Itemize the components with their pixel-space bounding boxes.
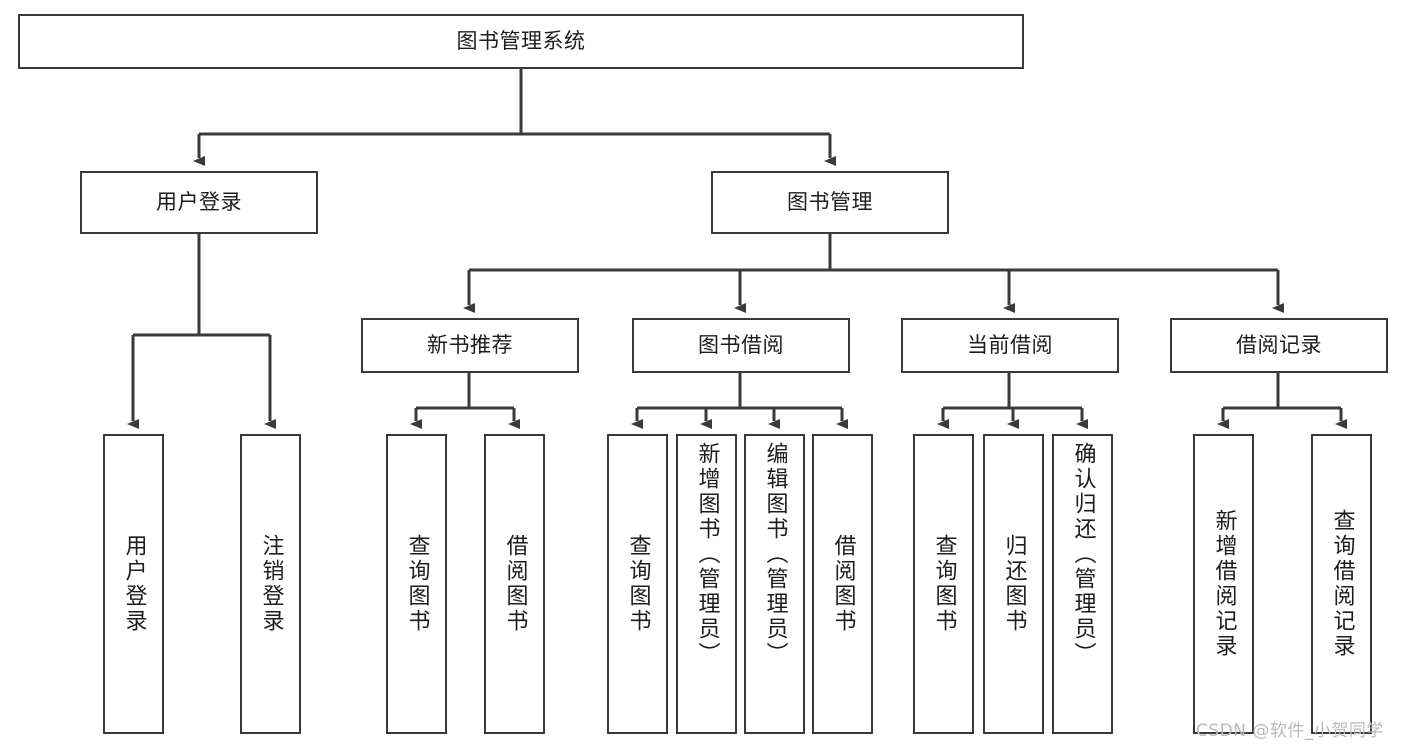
node-borrow-record[interactable]: 借阅记录 [1170,318,1388,373]
node-new-book-recommend[interactable]: 新书推荐 [361,318,579,373]
node-leaf-add-book[interactable]: 新增图书（管理员） [676,434,737,734]
node-leaf-user-login[interactable]: 用户登录 [103,434,164,734]
node-new-book-recommend-label: 新书推荐 [427,333,513,358]
node-leaf-confirm-return[interactable]: 确认归还（管理员） [1052,434,1113,734]
node-current-borrow[interactable]: 当前借阅 [901,318,1119,373]
node-leaf-borrow-book-2[interactable]: 借阅图书 [812,434,873,734]
node-leaf-query-record[interactable]: 查询借阅记录 [1311,434,1372,734]
node-leaf-query-book-2[interactable]: 查询图书 [607,434,668,734]
node-leaf-user-login-label: 用户登录 [121,534,147,634]
node-leaf-borrow-book-1[interactable]: 借阅图书 [484,434,545,734]
node-book-borrow-label: 图书借阅 [698,333,784,358]
node-leaf-query-book-3-label: 查询图书 [931,534,957,634]
node-root-label: 图书管理系统 [456,29,586,54]
node-user-login[interactable]: 用户登录 [80,171,318,234]
node-leaf-query-book-2-label: 查询图书 [625,534,651,634]
node-leaf-query-book-1-label: 查询图书 [404,534,430,634]
node-leaf-return-book[interactable]: 归还图书 [983,434,1044,734]
node-leaf-borrow-book-1-label: 借阅图书 [502,534,528,634]
node-leaf-query-book-3[interactable]: 查询图书 [913,434,974,734]
node-leaf-return-book-label: 归还图书 [1001,534,1027,634]
node-leaf-add-record-label: 新增借阅记录 [1211,509,1237,659]
node-leaf-confirm-return-label: 确认归还（管理员） [1070,442,1096,667]
node-borrow-record-label: 借阅记录 [1236,333,1322,358]
node-leaf-add-record[interactable]: 新增借阅记录 [1193,434,1254,734]
node-current-borrow-label: 当前借阅 [967,333,1053,358]
node-leaf-logout[interactable]: 注销登录 [240,434,301,734]
node-leaf-query-record-label: 查询借阅记录 [1329,509,1355,659]
node-leaf-add-book-label: 新增图书（管理员） [694,442,720,667]
node-leaf-edit-book[interactable]: 编辑图书（管理员） [744,434,805,734]
node-user-login-label: 用户登录 [156,190,242,215]
node-leaf-edit-book-label: 编辑图书（管理员） [762,442,788,667]
node-book-manage[interactable]: 图书管理 [711,171,949,234]
node-book-manage-label: 图书管理 [787,190,873,215]
node-leaf-borrow-book-2-label: 借阅图书 [830,534,856,634]
node-root[interactable]: 图书管理系统 [18,14,1024,69]
node-leaf-logout-label: 注销登录 [258,534,284,634]
node-leaf-query-book-1[interactable]: 查询图书 [386,434,447,734]
node-book-borrow[interactable]: 图书借阅 [632,318,850,373]
csdn-watermark: CSDN @软件_小贺同学 [1196,721,1384,741]
